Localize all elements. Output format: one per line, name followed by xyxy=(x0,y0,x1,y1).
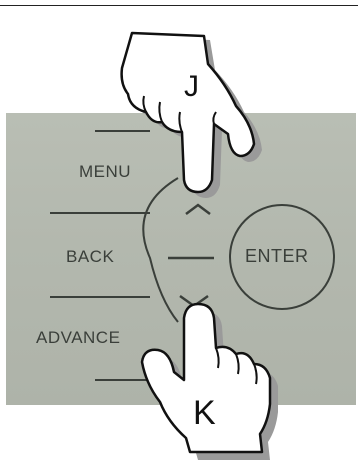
up-key-label: J xyxy=(184,72,199,102)
pointing-hand-icon-bottom xyxy=(142,304,278,460)
down-key-label: K xyxy=(193,398,216,428)
pointing-hand-icon-top xyxy=(122,33,262,198)
